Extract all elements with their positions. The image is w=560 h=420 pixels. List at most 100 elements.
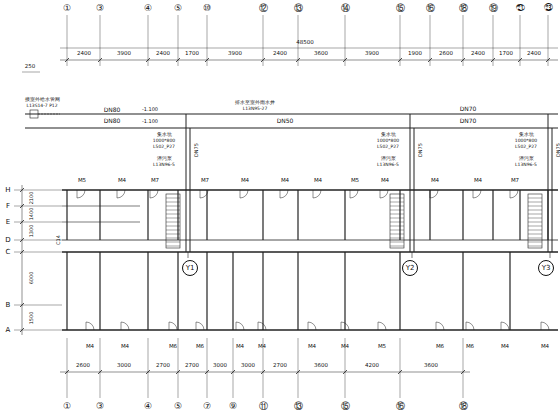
axis-number: ⑭ [341, 4, 350, 13]
pipe-size: DN75 [556, 143, 560, 157]
door-tag: M4 [431, 178, 439, 184]
axis-line [67, 338, 68, 398]
door-swing [236, 322, 244, 330]
axis-line [207, 338, 208, 398]
axis-number: ⑱ [459, 402, 468, 411]
door-tag: M4 [474, 178, 482, 184]
pipe-size: DN75 [418, 143, 423, 157]
wall [177, 190, 178, 240]
pipe-size: DN75 [194, 143, 199, 157]
door-swing [430, 190, 438, 198]
riser-pipe [548, 114, 549, 252]
axis-number: ⑤ [174, 4, 182, 13]
note: 1000*800 [153, 139, 175, 144]
stair-tread [390, 246, 404, 247]
wall [399, 252, 400, 330]
door-tag: M4 [118, 178, 126, 184]
riser-pipe [550, 252, 551, 258]
stair-tread [528, 246, 542, 247]
wall [232, 252, 233, 330]
note: C14 [56, 235, 61, 245]
pipe-size: DN80 [104, 107, 121, 113]
wall [62, 251, 558, 253]
stair-tread [390, 230, 404, 231]
axis-line [430, 15, 431, 66]
door-tag: M7 [511, 178, 519, 184]
dimension: 2400 [471, 51, 485, 57]
riser-tag: Y1 [182, 260, 198, 276]
axis-number: ⑨ [229, 402, 237, 411]
door-tag: M4 [281, 178, 289, 184]
door-swing [240, 190, 248, 198]
axis-number: ④ [144, 402, 152, 411]
stair-tread [528, 230, 542, 231]
dimension-line [22, 72, 40, 73]
door-tag: M4 [236, 344, 244, 350]
note: L13N96-5 [377, 163, 399, 168]
axis-line [463, 338, 464, 398]
door-tag: M4 [501, 344, 509, 350]
door-tag: M4 [308, 344, 316, 350]
note: L502_P27 [153, 145, 175, 150]
door-swing [378, 322, 386, 330]
stair-tread [390, 218, 404, 219]
door-swing [541, 322, 549, 330]
dimension: 2400 [156, 51, 170, 57]
wall [99, 190, 100, 240]
wall [297, 252, 298, 330]
door-swing [313, 190, 321, 198]
dimension: 3000 [117, 363, 131, 369]
riser-pipe [412, 252, 413, 258]
dimension: 3000 [241, 363, 255, 369]
note: L502_P27 [377, 145, 399, 150]
stair-tread [390, 222, 404, 223]
axis-number: ⑯ [426, 4, 435, 13]
door-tag: M4 [541, 344, 549, 350]
dimension-line [60, 60, 558, 61]
note: 1000*800 [377, 139, 399, 144]
dimension: 3600 [424, 363, 438, 369]
door-swing [466, 322, 474, 330]
door-tag: M6 [436, 344, 444, 350]
axis-letter: B [6, 302, 11, 309]
wall [99, 252, 100, 330]
stair-tread [528, 238, 542, 239]
dimension-line [60, 372, 470, 373]
dimension: 1500 [29, 312, 34, 325]
note: 潜污泵 [157, 157, 172, 162]
wall [399, 190, 400, 240]
pipe-size: DN70 [460, 118, 477, 124]
riser-number: Y2 [406, 265, 415, 272]
door-tag: M6 [466, 344, 474, 350]
wall [462, 252, 463, 330]
axis-line [493, 15, 494, 66]
axis-line [233, 338, 234, 398]
dimension-line [60, 48, 558, 49]
stair-tread [390, 226, 404, 227]
dimension: 3600 [314, 51, 328, 57]
axis-number: ⑮ [341, 402, 350, 411]
axis-letter: C [6, 249, 11, 256]
door-tag: M5 [351, 178, 359, 184]
axis-number: ⑪ [259, 402, 268, 411]
axis-line [400, 15, 401, 66]
axis-line [148, 338, 149, 398]
water-pipe [25, 113, 558, 114]
wall [462, 190, 463, 240]
door-swing [280, 190, 288, 198]
dimension: 2400 [527, 51, 541, 57]
dimension: 3600 [314, 363, 328, 369]
axis-number: ⑦ [203, 402, 211, 411]
axis-line [520, 15, 521, 66]
wall [62, 240, 558, 241]
axis-letter: A [6, 327, 11, 334]
axis-line [207, 15, 208, 66]
axis-letter: F [6, 203, 10, 210]
note: 集水坑 [519, 133, 534, 138]
water-pipe [25, 127, 558, 128]
door-tag: M4 [121, 344, 129, 350]
door-tag: M4 [258, 344, 266, 350]
note: 集水坑 [381, 133, 396, 138]
door-swing [196, 322, 204, 330]
